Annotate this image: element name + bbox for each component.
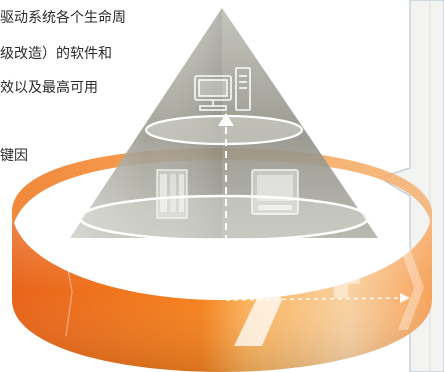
- text-line-1: 驱动系统各个生命周: [0, 10, 126, 26]
- drive-component-icon: [130, 262, 200, 284]
- ring-dashed-path: [225, 297, 401, 301]
- middle-level-ellipse: [78, 194, 370, 242]
- hmi-panel-icon: [251, 169, 299, 215]
- text-line-2: 级改造）的软件和: [0, 46, 112, 62]
- upper-level-ellipse: [144, 114, 304, 146]
- ring-chevron-right: [398, 242, 424, 330]
- flow-arrow-head: [218, 113, 234, 126]
- ring-chevron-separator: [234, 256, 282, 346]
- text-line-3: 效以及最高可用: [0, 80, 98, 96]
- motor-icon: [264, 260, 360, 298]
- computer-workstation-icon: [194, 67, 251, 111]
- text-line-4: 键因: [0, 148, 28, 164]
- plc-controller-icon: [156, 169, 188, 219]
